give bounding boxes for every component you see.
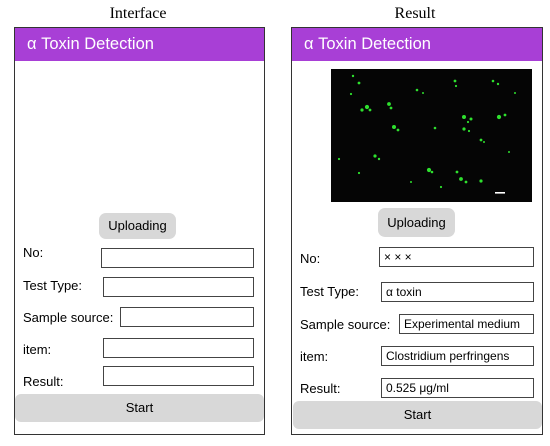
right-panel-caption: Result [394, 5, 436, 22]
sample-source-label: Sample source: [23, 310, 114, 325]
scale-bar [495, 192, 505, 194]
upload-button[interactable]: Uploading [99, 213, 176, 239]
upload-button[interactable]: Uploading [378, 208, 455, 237]
sample-source-field[interactable]: Experimental medium [399, 314, 534, 334]
start-button[interactable]: Start [15, 394, 264, 422]
sample-source-label: Sample source: [300, 317, 391, 332]
fluorescence-image [331, 69, 532, 202]
result-field[interactable]: 0.525 μg/ml [381, 378, 534, 398]
no-label: No: [23, 245, 44, 260]
test-type-label: Test Type: [23, 278, 83, 293]
no-field[interactable]: × × × [379, 247, 534, 267]
result-label: Result: [23, 374, 64, 389]
start-button[interactable]: Start [293, 401, 542, 429]
no-label: No: [300, 251, 321, 266]
item-label: item: [23, 342, 52, 357]
test-type-field[interactable] [103, 277, 254, 297]
app-title: α Toxin Detection [15, 28, 264, 61]
result-label: Result: [300, 381, 341, 396]
app-title: α Toxin Detection [292, 28, 542, 61]
test-type-label: Test Type: [300, 284, 360, 299]
no-field[interactable] [101, 248, 254, 268]
test-type-field[interactable]: α toxin [381, 282, 534, 302]
item-label: item: [300, 349, 329, 364]
result-field[interactable] [103, 366, 254, 386]
item-field[interactable]: Clostridium perfringens [381, 346, 534, 366]
sample-source-field[interactable] [120, 307, 254, 327]
item-field[interactable] [103, 338, 254, 358]
image-background [331, 69, 532, 202]
left-panel-caption: Interface [109, 5, 167, 22]
